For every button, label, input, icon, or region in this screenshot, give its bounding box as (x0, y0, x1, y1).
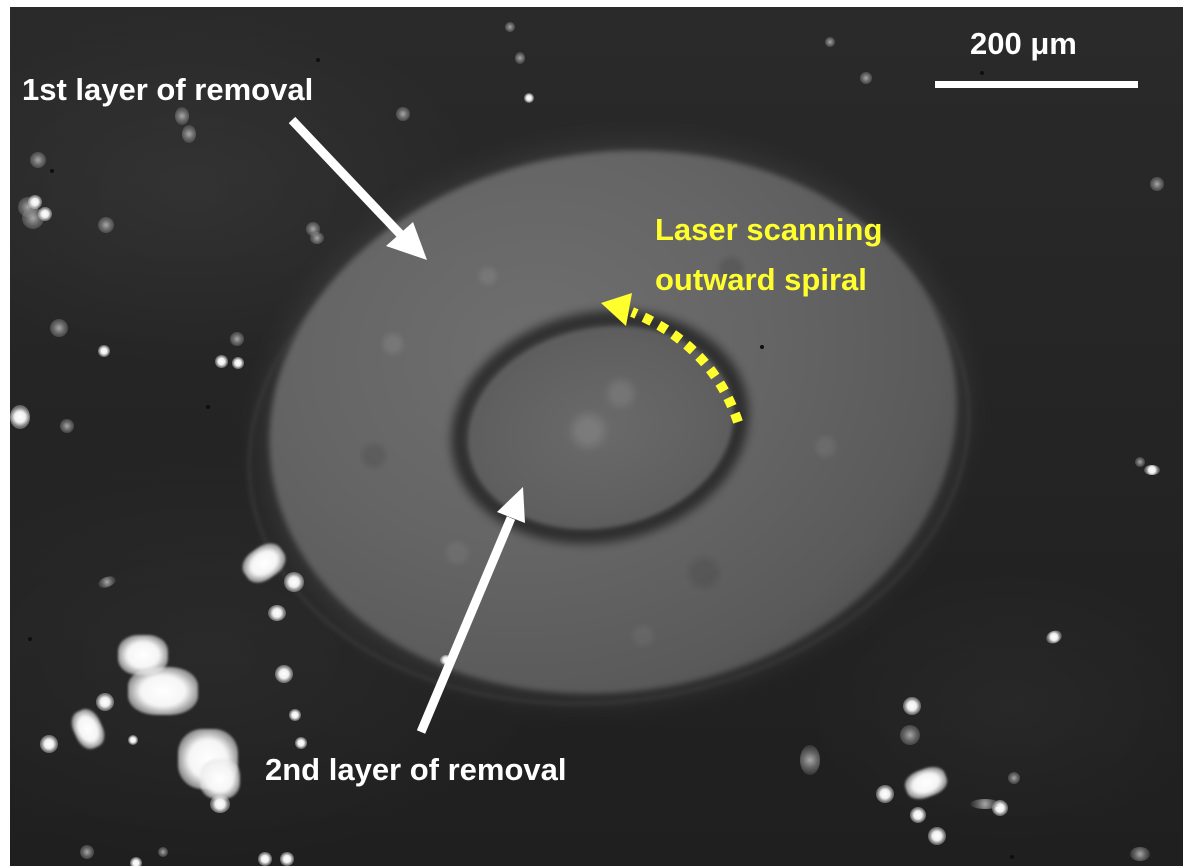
dark-speck (316, 58, 320, 62)
dark-speck (1010, 855, 1014, 859)
particle (396, 107, 410, 121)
dark-speck (50, 169, 54, 173)
particle (50, 319, 68, 337)
laser-scan-label-line2: outward spiral (655, 262, 867, 297)
particle (210, 795, 230, 813)
particle (1135, 457, 1145, 467)
particle (876, 785, 894, 803)
micrograph-image (10, 7, 1183, 866)
particle (1150, 177, 1164, 191)
particle (158, 847, 168, 857)
particle (928, 827, 946, 845)
particle (900, 725, 920, 745)
particle (860, 72, 872, 84)
particle (80, 845, 94, 859)
particle (524, 93, 534, 103)
particle (98, 345, 110, 357)
particle (130, 857, 142, 866)
particle (800, 745, 820, 775)
scale-bar (935, 81, 1138, 88)
particle (295, 737, 307, 749)
particle (232, 357, 244, 369)
dark-speck (28, 637, 32, 641)
particle (28, 195, 42, 209)
particle (30, 152, 46, 168)
particle (258, 852, 272, 866)
particle (284, 572, 304, 592)
particle (910, 807, 926, 823)
particle (96, 693, 114, 711)
particle (440, 655, 452, 665)
particle (10, 405, 30, 429)
particle (280, 852, 294, 866)
laser-scan-label-line1: Laser scanning (655, 212, 883, 247)
particle (40, 735, 58, 753)
particle (903, 697, 921, 715)
particle (1144, 465, 1160, 475)
particle-cluster (200, 759, 240, 799)
dark-speck (980, 71, 984, 75)
particle (970, 799, 1000, 809)
particle (268, 605, 286, 621)
second-layer-label: 2nd layer of removal (265, 752, 567, 787)
particle (128, 735, 138, 745)
particle (230, 332, 244, 346)
particle (98, 217, 114, 233)
particle (1130, 847, 1150, 861)
particle (505, 22, 515, 32)
particle (60, 419, 74, 433)
first-layer-label: 1st layer of removal (22, 72, 314, 107)
particle (310, 232, 324, 244)
particle (182, 125, 196, 143)
dark-speck (206, 405, 210, 409)
dark-speck (760, 345, 764, 349)
particle (38, 207, 52, 221)
particle (215, 355, 228, 368)
particle (515, 52, 525, 64)
particle (275, 665, 293, 683)
particle-cluster (128, 667, 198, 715)
particle (825, 37, 835, 47)
particle (289, 709, 301, 721)
particle (1008, 772, 1020, 784)
particle (175, 107, 189, 125)
scale-bar-label: 200 μm (970, 26, 1077, 61)
